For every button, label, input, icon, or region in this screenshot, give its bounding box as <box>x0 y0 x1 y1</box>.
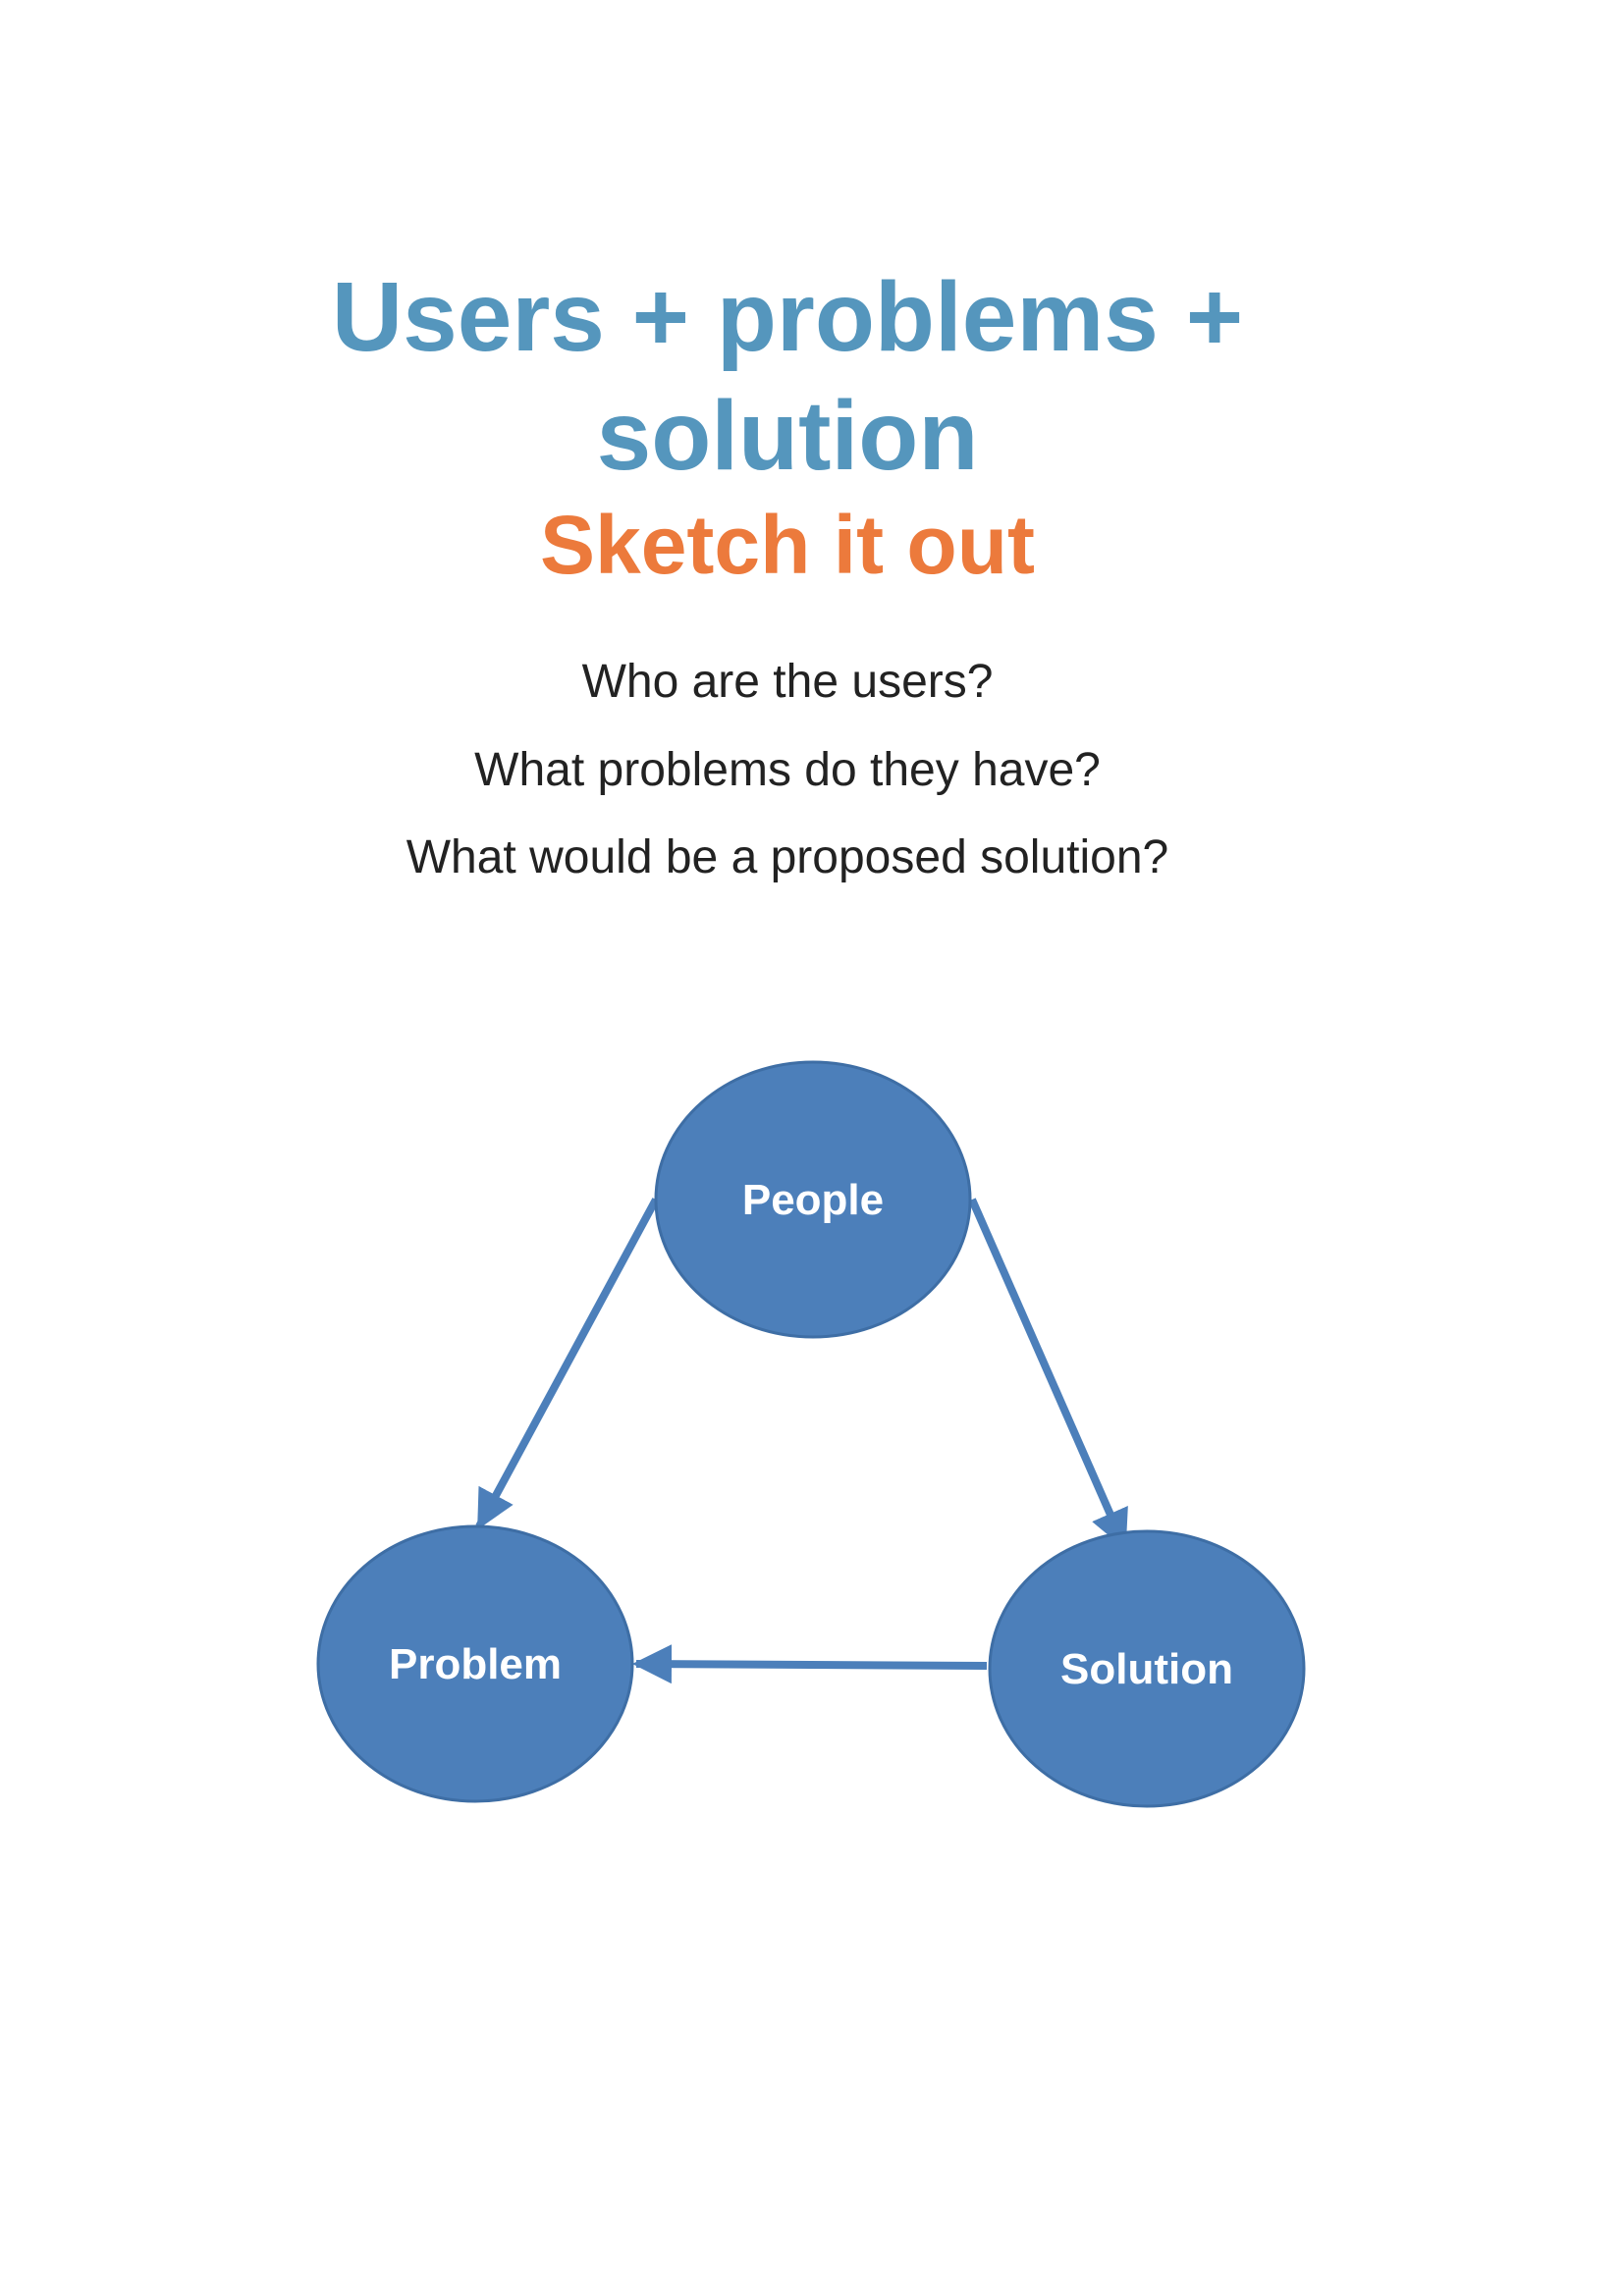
node-problem: Problem <box>316 1524 634 1803</box>
page-subtitle: Sketch it out <box>539 499 1036 591</box>
node-people-label: People <box>742 1176 884 1224</box>
arrow-people-to-solution <box>968 1198 1128 1550</box>
question-users: Who are the users? <box>581 656 994 708</box>
node-solution-label: Solution <box>1060 1645 1233 1693</box>
question-solution: What would be a proposed solution? <box>406 831 1169 883</box>
question-problems: What problems do they have? <box>474 744 1101 796</box>
page-title-line-2: solution <box>596 381 979 491</box>
arrow-people-to-problem <box>475 1198 660 1530</box>
node-solution: Solution <box>988 1529 1306 1808</box>
page-title-line-1: Users + problems + <box>331 262 1244 372</box>
node-problem-label: Problem <box>389 1640 562 1688</box>
node-people: People <box>654 1060 972 1339</box>
arrow-solution-to-problem <box>632 1644 988 1684</box>
